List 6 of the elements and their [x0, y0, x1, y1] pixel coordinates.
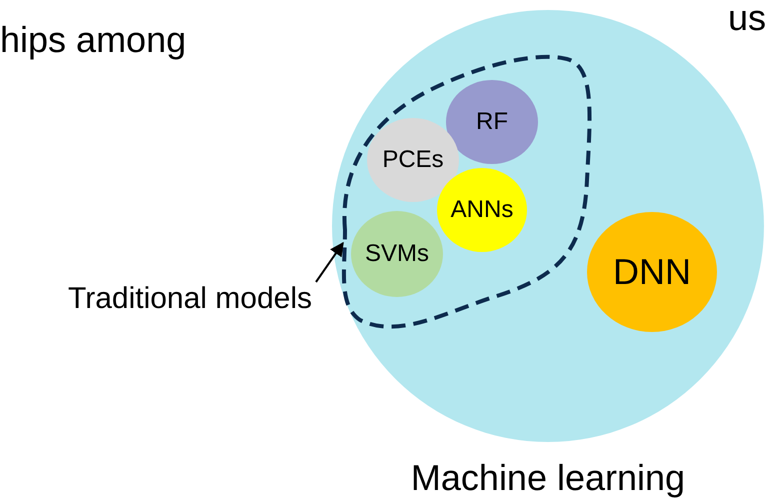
arrow — [315, 242, 344, 283]
set-heading: Machine learning — [410, 460, 686, 496]
text-label: Traditional models — [60, 281, 320, 317]
set-circle — [332, 10, 764, 500]
cropped-text: hips among — [0, 22, 186, 58]
cropped-text: us — [728, 0, 765, 36]
